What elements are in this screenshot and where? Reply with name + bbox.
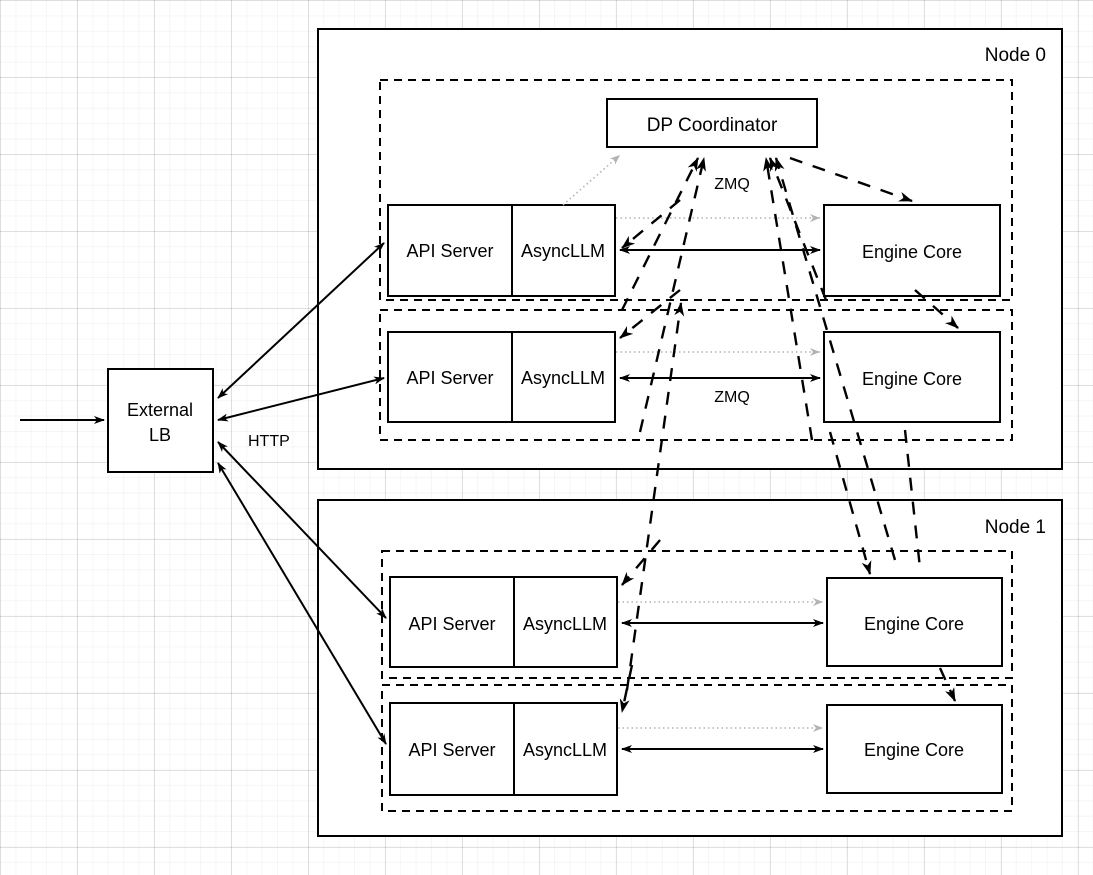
dp-in-node-1-replica-1-asyncllm <box>619 664 634 713</box>
external-lb-box[interactable] <box>107 368 214 473</box>
node-1-replica-1-api-server-label: API Server <box>408 740 495 760</box>
node-1-replica-0-apiserver-box[interactable] <box>389 576 618 668</box>
dp-in-node-1-replica-0-asyncllm <box>621 539 661 586</box>
dp-in-node-0-replica-0-asyncllm <box>621 199 681 249</box>
node-1-replica-1-apiserver-box[interactable] <box>389 702 618 796</box>
zmq-label-bottom: ZMQ <box>714 389 750 406</box>
dp-coordinator-label: DP Coordinator <box>647 115 778 136</box>
dp-out-node-0-replica-0-enginecore <box>789 156 913 203</box>
dp-out-node-0-replica-1-enginecore <box>914 289 959 329</box>
node-0-replica-0-engine-core-label: Engine Core <box>862 242 962 262</box>
node-1-replica-0-engine-core-label: Engine Core <box>864 614 964 634</box>
node-1-replica-1-asyncllm-label: AsyncLLM <box>523 740 607 760</box>
external-lb-label-line2: LB <box>149 425 171 445</box>
node-1-replica-0-api-server-label: API Server <box>408 614 495 634</box>
node-0-replica-1-apiserver-box[interactable] <box>387 331 616 423</box>
node-0-replica-1-engine-core-label: Engine Core <box>862 369 962 389</box>
node-1-replica-1-engine-core-label: Engine Core <box>864 740 964 760</box>
node-1-replica-0-enginecore-box[interactable] <box>826 577 1003 667</box>
node-0-replica-0-asyncllm-label: AsyncLLM <box>521 241 605 261</box>
lb-to-node-1-replica-1-arrow <box>217 462 387 745</box>
node-0-replica-1-asyncllm-label: AsyncLLM <box>521 368 605 388</box>
external-lb-label-line1: External <box>127 400 193 420</box>
node-1-label: Node 1 <box>985 517 1046 538</box>
dp-link-node-1-replica-0-asyncllm <box>625 302 685 691</box>
http-label: HTTP <box>248 433 290 450</box>
lb-to-node-0-replica-0-arrow <box>217 242 385 399</box>
node-0-replica-0-api-server-label: API Server <box>406 241 493 261</box>
node-1-replica-0-group <box>381 550 1013 679</box>
dp-out-node-1-replica-1-enginecore <box>938 667 957 702</box>
zmq-label-top: ZMQ <box>714 176 750 193</box>
node-0-replica-1-api-server-label: API Server <box>406 368 493 388</box>
node-1-replica-1-group <box>381 684 1013 812</box>
asyncllm-to-dp-coordinator-dotted <box>562 154 621 206</box>
lb-to-node-0-replica-1-arrow <box>217 376 385 422</box>
dp-out-node-1-replica-0-enginecore <box>828 431 872 575</box>
node-0-replica-0-enginecore-box[interactable] <box>823 204 1001 297</box>
node-0-replica-0-group <box>379 79 1013 301</box>
dp-coordinator-box[interactable] <box>606 98 818 148</box>
dp-in-node-0-replica-1-asyncllm <box>619 289 681 339</box>
node-0-replica-1-enginecore-box[interactable] <box>823 331 1001 423</box>
node-0-label: Node 0 <box>985 45 1046 66</box>
node-1-replica-0-asyncllm-label: AsyncLLM <box>523 614 607 634</box>
node-0-replica-0-apiserver-box[interactable] <box>387 204 616 297</box>
dp-link-node-0-replica-0-asyncllm <box>620 157 700 311</box>
node-1-replica-1-enginecore-box[interactable] <box>826 704 1003 794</box>
